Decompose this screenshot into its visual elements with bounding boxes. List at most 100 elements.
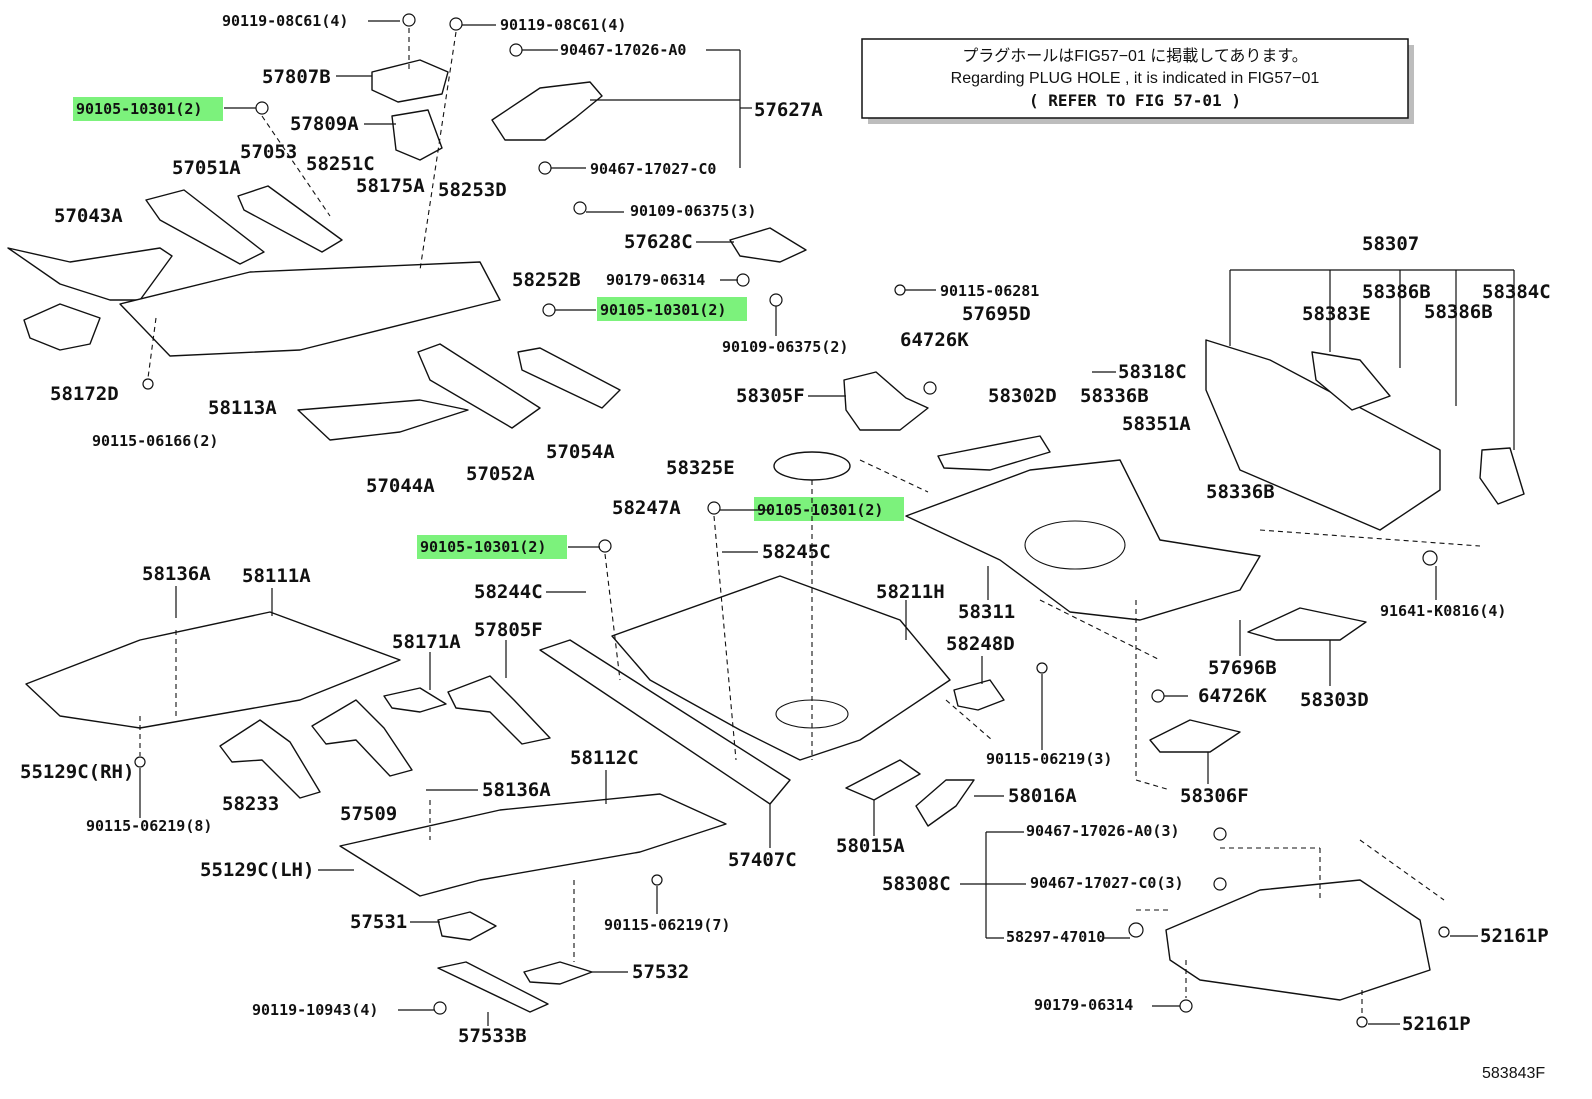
label-57407C[interactable]: 57407C — [728, 849, 797, 871]
label-57533B[interactable]: 57533B — [458, 1025, 527, 1047]
label-90105-10301-d[interactable]: 90105-10301(2) — [420, 538, 546, 556]
label-90119-08C61-b[interactable]: 90119-08C61(4) — [500, 16, 626, 34]
part-58171A — [383, 687, 447, 713]
dash — [261, 115, 331, 217]
label-58112C[interactable]: 58112C — [570, 747, 639, 769]
label-90115-06219-3[interactable]: 90115-06219(3) — [986, 750, 1112, 768]
label-57695D[interactable]: 57695D — [962, 303, 1031, 325]
label-90467-17026-A0[interactable]: 90467-17026-A0 — [560, 41, 686, 59]
label-58386B-b[interactable]: 58386B — [1424, 301, 1493, 323]
label-57809A[interactable]: 57809A — [290, 113, 359, 135]
leader-lines — [139, 20, 1515, 1026]
part-57053 — [237, 185, 343, 253]
label-52161P-a[interactable]: 52161P — [1480, 925, 1549, 947]
label-58015A[interactable]: 58015A — [836, 835, 905, 857]
label-55129C-RH[interactable]: 55129C(RH) — [20, 761, 134, 783]
label-58306F[interactable]: 58306F — [1180, 785, 1249, 807]
label-57052A[interactable]: 57052A — [466, 463, 535, 485]
label-58351A[interactable]: 58351A — [1122, 413, 1191, 435]
label-90105-10301-b[interactable]: 90105-10301(2) — [600, 301, 726, 319]
label-55129C-LH[interactable]: 55129C(LH) — [200, 859, 314, 881]
label-58113A[interactable]: 58113A — [208, 397, 277, 419]
part-57627A — [491, 81, 603, 141]
clip-90467-d — [1213, 877, 1227, 891]
label-58318C[interactable]: 58318C — [1118, 361, 1187, 383]
part-58307 — [1205, 339, 1441, 531]
spare-tire-well — [1024, 520, 1126, 570]
label-58245C[interactable]: 58245C — [762, 541, 831, 563]
label-58297-47010[interactable]: 58297-47010 — [1006, 928, 1105, 946]
label-64726K-b[interactable]: 64726K — [1198, 685, 1267, 707]
label-57051A[interactable]: 57051A — [172, 157, 241, 179]
label-57053[interactable]: 57053 — [240, 141, 297, 163]
label-58325E[interactable]: 58325E — [666, 457, 735, 479]
label-58172D[interactable]: 58172D — [50, 383, 119, 405]
label-58302D[interactable]: 58302D — [988, 385, 1057, 407]
label-90467-17027-C0-3[interactable]: 90467-17027-C0(3) — [1030, 874, 1184, 892]
label-58303D[interactable]: 58303D — [1300, 689, 1369, 711]
label-64726K-a[interactable]: 64726K — [900, 329, 969, 351]
label-57627A[interactable]: 57627A — [754, 99, 823, 121]
label-57628C[interactable]: 57628C — [624, 231, 693, 253]
label-58211H[interactable]: 58211H — [876, 581, 945, 603]
label-58244C[interactable]: 58244C — [474, 581, 543, 603]
label-58305F[interactable]: 58305F — [736, 385, 805, 407]
label-58016A[interactable]: 58016A — [1008, 785, 1077, 807]
bolt-90115-06166 — [142, 378, 154, 390]
label-58248D[interactable]: 58248D — [946, 633, 1015, 655]
label-57509[interactable]: 57509 — [340, 803, 397, 825]
label-91641-K0816[interactable]: 91641-K0816(4) — [1380, 602, 1506, 620]
label-57532[interactable]: 57532 — [632, 961, 689, 983]
label-90105-10301-c[interactable]: 90105-10301(2) — [757, 501, 883, 519]
clip-90467-c — [1213, 827, 1227, 841]
part-58311 — [905, 459, 1261, 621]
label-90115-06166[interactable]: 90115-06166(2) — [92, 432, 218, 450]
label-58233[interactable]: 58233 — [222, 793, 279, 815]
label-90109-06375-2[interactable]: 90109-06375(2) — [722, 338, 848, 356]
label-90115-06219-8[interactable]: 90115-06219(8) — [86, 817, 212, 835]
label-57043A[interactable]: 57043A — [54, 205, 123, 227]
dash — [1039, 599, 1161, 661]
label-57696B[interactable]: 57696B — [1208, 657, 1277, 679]
label-58383E[interactable]: 58383E — [1302, 303, 1371, 325]
label-58171A[interactable]: 58171A — [392, 631, 461, 653]
label-57044A[interactable]: 57044A — [366, 475, 435, 497]
label-90109-06375-3[interactable]: 90109-06375(3) — [630, 202, 756, 220]
label-57807B[interactable]: 57807B — [262, 66, 331, 88]
label-90105-10301-a[interactable]: 90105-10301(2) — [76, 100, 202, 118]
bolt-90109-a — [573, 201, 587, 215]
part-58384C — [1479, 447, 1525, 505]
clip-52161P-b — [1356, 1016, 1368, 1028]
label-90179-06314-a[interactable]: 90179-06314 — [606, 271, 705, 289]
label-90119-08C61-a[interactable]: 90119-08C61(4) — [222, 12, 348, 30]
label-90467-17026-A0-3[interactable]: 90467-17026-A0(3) — [1026, 822, 1180, 840]
label-58136A-a[interactable]: 58136A — [142, 563, 211, 585]
label-58384C[interactable]: 58384C — [1482, 281, 1551, 303]
label-58386B-a[interactable]: 58386B — [1362, 281, 1431, 303]
label-52161P-b[interactable]: 52161P — [1402, 1013, 1471, 1035]
label-90115-06219-7[interactable]: 90115-06219(7) — [604, 916, 730, 934]
label-90467-17027-C0[interactable]: 90467-17027-C0 — [590, 160, 716, 178]
dash — [419, 31, 457, 271]
label-90119-10943[interactable]: 90119-10943(4) — [252, 1001, 378, 1019]
label-58252B[interactable]: 58252B — [512, 269, 581, 291]
part-57628C — [729, 227, 807, 263]
label-58175A[interactable]: 58175A — [356, 175, 425, 197]
label-58136A-b[interactable]: 58136A — [482, 779, 551, 801]
dash — [147, 317, 157, 379]
label-58253D[interactable]: 58253D — [438, 179, 507, 201]
label-58336B-b[interactable]: 58336B — [1206, 481, 1275, 503]
label-58247A[interactable]: 58247A — [612, 497, 681, 519]
label-58307[interactable]: 58307 — [1362, 233, 1419, 255]
label-58251C[interactable]: 58251C — [306, 153, 375, 175]
label-57054A[interactable]: 57054A — [546, 441, 615, 463]
label-57805F[interactable]: 57805F — [474, 619, 543, 641]
label-58311[interactable]: 58311 — [958, 601, 1015, 623]
label-90115-06281[interactable]: 90115-06281 — [940, 282, 1039, 300]
label-58308C[interactable]: 58308C — [882, 873, 951, 895]
label-58336B-a[interactable]: 58336B — [1080, 385, 1149, 407]
bolt-90105-d — [598, 539, 612, 553]
label-57531[interactable]: 57531 — [350, 911, 407, 933]
label-90179-06314-b[interactable]: 90179-06314 — [1034, 996, 1133, 1014]
label-58111A[interactable]: 58111A — [242, 565, 311, 587]
